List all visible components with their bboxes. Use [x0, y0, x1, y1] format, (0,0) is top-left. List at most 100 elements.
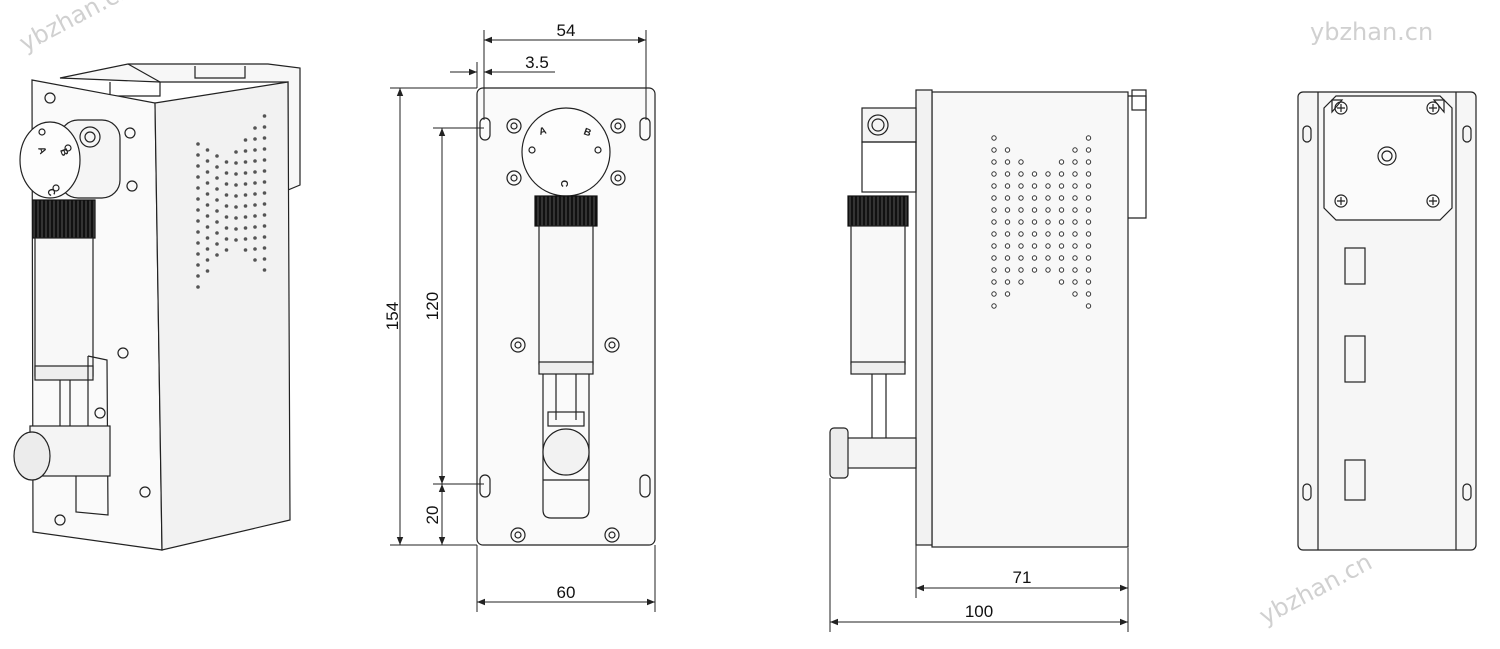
vent-hole: [234, 205, 238, 209]
vent-hole: [1018, 243, 1024, 249]
vent-hole: [262, 136, 267, 140]
vent-hole: [1031, 267, 1038, 273]
vent-hole: [205, 236, 210, 240]
vent-hole: [1018, 231, 1024, 237]
vent-hole: [234, 183, 238, 187]
vent-hole: [1031, 183, 1038, 189]
iso-valve-label-b: B: [57, 147, 70, 158]
vent-hole: [215, 231, 219, 235]
vent-hole: [253, 192, 257, 196]
vent-hole: [1085, 135, 1092, 141]
vent-hole: [1072, 147, 1078, 153]
vent-hole: [262, 114, 267, 118]
side-vent-holes: [991, 135, 1092, 309]
vent-hole: [991, 231, 997, 237]
vent-hole: [1072, 159, 1078, 165]
front-valve-label-c: C: [558, 180, 569, 187]
vent-hole: [262, 180, 267, 184]
vent-hole: [196, 142, 200, 146]
vent-hole: [205, 269, 210, 273]
vent-hole: [1004, 231, 1011, 237]
vent-hole: [205, 181, 210, 185]
vent-hole: [1072, 171, 1078, 177]
front-view: [476, 87, 656, 546]
vent-hole: [991, 183, 997, 189]
vent-hole: [1004, 183, 1011, 189]
vent-hole: [196, 186, 200, 190]
dimension-height-total: 154: [383, 302, 402, 330]
vent-hole: [215, 165, 219, 169]
vent-hole: [1072, 219, 1078, 225]
vent-hole: [234, 172, 238, 176]
vent-hole: [1085, 195, 1092, 201]
vent-hole: [224, 182, 229, 186]
vent-hole: [205, 170, 210, 174]
vent-hole: [253, 203, 257, 207]
vent-hole: [1072, 255, 1078, 261]
vent-hole: [262, 268, 267, 272]
vent-hole: [991, 303, 997, 309]
vent-hole: [1004, 291, 1011, 297]
vent-hole: [1058, 231, 1065, 237]
vent-hole: [1072, 243, 1078, 249]
vent-hole: [205, 258, 210, 262]
vent-hole: [991, 207, 997, 213]
vent-hole: [991, 255, 997, 261]
vent-hole: [243, 237, 248, 241]
vent-hole: [196, 230, 200, 234]
isometric-vent-holes: [196, 114, 267, 289]
vent-hole: [1058, 243, 1065, 249]
vent-hole: [196, 263, 200, 267]
vent-hole: [1018, 267, 1024, 273]
vent-hole: [215, 198, 219, 202]
vent-hole: [243, 138, 248, 142]
vent-hole: [1004, 267, 1011, 273]
vent-hole: [196, 175, 200, 179]
iso-valve-label-a: A: [35, 145, 48, 156]
vent-hole: [1072, 291, 1078, 297]
vent-hole: [253, 148, 257, 152]
vent-hole: [215, 187, 219, 191]
vent-hole: [991, 267, 997, 273]
iso-valve-label-c: C: [44, 187, 57, 198]
vent-hole: [253, 225, 257, 229]
watermark-text-2: ybzhan.cn: [1310, 18, 1433, 46]
vent-hole: [224, 193, 229, 197]
front-valve-label-a: A: [538, 125, 548, 137]
vent-hole: [1058, 195, 1065, 201]
vent-hole: [1004, 219, 1011, 225]
vent-hole: [1018, 183, 1024, 189]
vent-hole: [253, 137, 257, 141]
vent-hole: [1085, 231, 1092, 237]
vent-hole: [1045, 255, 1051, 261]
vent-hole: [1085, 219, 1092, 225]
vent-hole: [991, 195, 997, 201]
vent-hole: [215, 253, 219, 257]
vent-hole: [205, 214, 210, 218]
vent-hole: [234, 150, 238, 154]
vent-hole: [234, 238, 238, 242]
vent-hole: [243, 160, 248, 164]
vent-hole: [1058, 219, 1065, 225]
vent-hole: [262, 202, 267, 206]
vent-hole: [1085, 147, 1092, 153]
vent-hole: [1045, 231, 1051, 237]
vent-hole: [1031, 195, 1038, 201]
vent-hole: [243, 149, 248, 153]
dimension-width-top: 54: [557, 21, 576, 40]
vent-hole: [1085, 243, 1092, 249]
vent-hole: [991, 171, 997, 177]
vent-hole: [224, 204, 229, 208]
vent-hole: [262, 158, 267, 162]
vent-hole: [991, 147, 997, 153]
vent-hole: [262, 147, 267, 151]
vent-hole: [1004, 159, 1011, 165]
vent-hole: [205, 247, 210, 251]
vent-hole: [205, 203, 210, 207]
front-dimension-lines: [390, 30, 656, 612]
back-view: [1297, 91, 1477, 551]
vent-hole: [1058, 159, 1065, 165]
vent-hole: [991, 159, 997, 165]
